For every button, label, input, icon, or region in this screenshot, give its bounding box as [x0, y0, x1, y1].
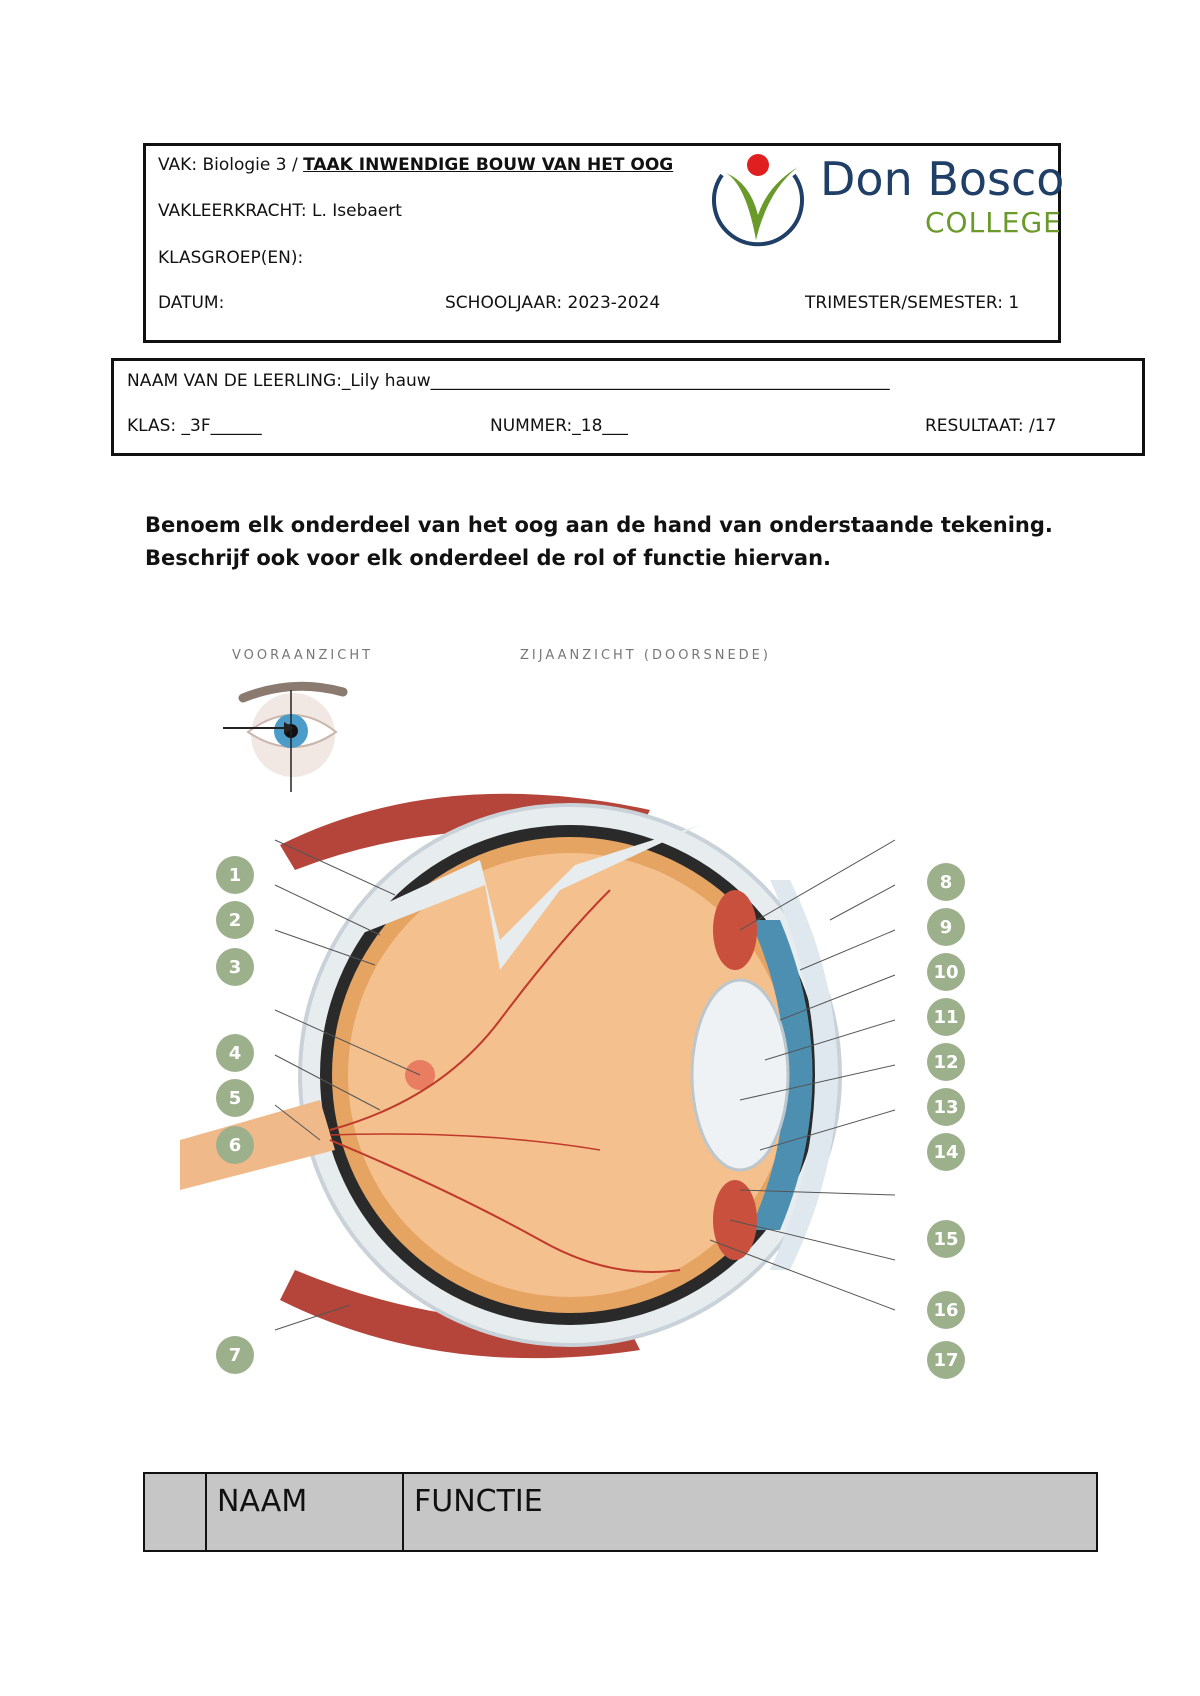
label-10: 10 [927, 953, 965, 991]
trimester: TRIMESTER/SEMESTER: 1 [805, 293, 1020, 313]
teacher-line: VAKLEERKRACHT: L. Isebaert [158, 201, 402, 221]
student-name: NAAM VAN DE LEERLING:_Lily hauw_________… [127, 371, 890, 391]
svg-text:10: 10 [933, 962, 958, 983]
label-9: 9 [927, 908, 965, 946]
label-12: 12 [927, 1043, 965, 1081]
svg-text:2: 2 [229, 910, 242, 931]
student-box [111, 358, 1145, 456]
table-header-row: NAAM FUNCTIE [143, 1472, 1098, 1552]
class-group-line: KLASGROEP(EN): [158, 248, 304, 268]
instruction-line-1: Benoem elk onderdeel van het oog aan de … [145, 513, 1053, 537]
label-3: 3 [216, 948, 254, 986]
front-view-label: VOORAANZICHT [232, 648, 374, 663]
label-6: 6 [216, 1126, 254, 1164]
left-number-labels: 1 2 3 4 5 6 7 [216, 856, 254, 1374]
label-17: 17 [927, 1341, 965, 1379]
date-line: DATUM: [158, 293, 225, 313]
logo-sub: COLLEGE [925, 206, 1062, 239]
eye-cross-section [180, 793, 896, 1359]
svg-text:5: 5 [229, 1088, 242, 1109]
label-5: 5 [216, 1079, 254, 1117]
assignment-title: TAAK INWENDIGE BOUW VAN HET OOG [303, 155, 674, 175]
label-11: 11 [927, 998, 965, 1036]
label-1: 1 [216, 856, 254, 894]
table-header-functie: FUNCTIE [402, 1472, 1098, 1552]
svg-text:3: 3 [229, 957, 242, 978]
label-15: 15 [927, 1220, 965, 1258]
svg-text:9: 9 [940, 917, 953, 938]
svg-text:8: 8 [940, 872, 953, 893]
label-14: 14 [927, 1133, 965, 1171]
side-view-label: ZIJAANZICHT (DOORSNEDE) [520, 648, 771, 663]
label-13: 13 [927, 1088, 965, 1126]
svg-text:15: 15 [933, 1229, 958, 1250]
label-8: 8 [927, 863, 965, 901]
header-box [143, 143, 1061, 343]
table-header-naam: NAAM [205, 1472, 404, 1552]
instruction-line-2: Beschrijf ook voor elk onderdeel de rol … [145, 546, 832, 570]
school-year: SCHOOLJAAR: 2023-2024 [445, 293, 661, 313]
svg-text:12: 12 [933, 1052, 958, 1073]
svg-text:14: 14 [933, 1142, 958, 1163]
svg-text:16: 16 [933, 1300, 958, 1321]
student-result: RESULTAAT: /17 [925, 416, 1057, 436]
right-number-labels: 8 9 10 11 12 13 14 15 16 17 [927, 863, 965, 1379]
table-index-header [143, 1472, 207, 1552]
student-class: KLAS: _3F______ [127, 416, 262, 436]
label-16: 16 [927, 1291, 965, 1329]
answer-table: NAAM FUNCTIE [143, 1472, 1098, 1552]
subject-prefix: VAK: Biologie 3 / [158, 155, 304, 175]
svg-text:17: 17 [933, 1350, 958, 1371]
logo-name: Don Bosco [820, 152, 1065, 206]
label-7: 7 [216, 1336, 254, 1374]
school-logo-icon [708, 145, 808, 255]
svg-text:4: 4 [229, 1043, 242, 1064]
svg-text:7: 7 [229, 1345, 242, 1366]
svg-text:6: 6 [229, 1135, 242, 1156]
label-2: 2 [216, 901, 254, 939]
label-4: 4 [216, 1034, 254, 1072]
svg-text:13: 13 [933, 1097, 958, 1118]
front-eye-illustration [223, 681, 348, 792]
svg-text:1: 1 [229, 865, 242, 886]
subject-line: VAK: Biologie 3 / TAAK INWENDIGE BOUW VA… [158, 155, 673, 175]
svg-text:11: 11 [933, 1007, 958, 1028]
student-number: NUMMER:_18___ [490, 416, 628, 436]
